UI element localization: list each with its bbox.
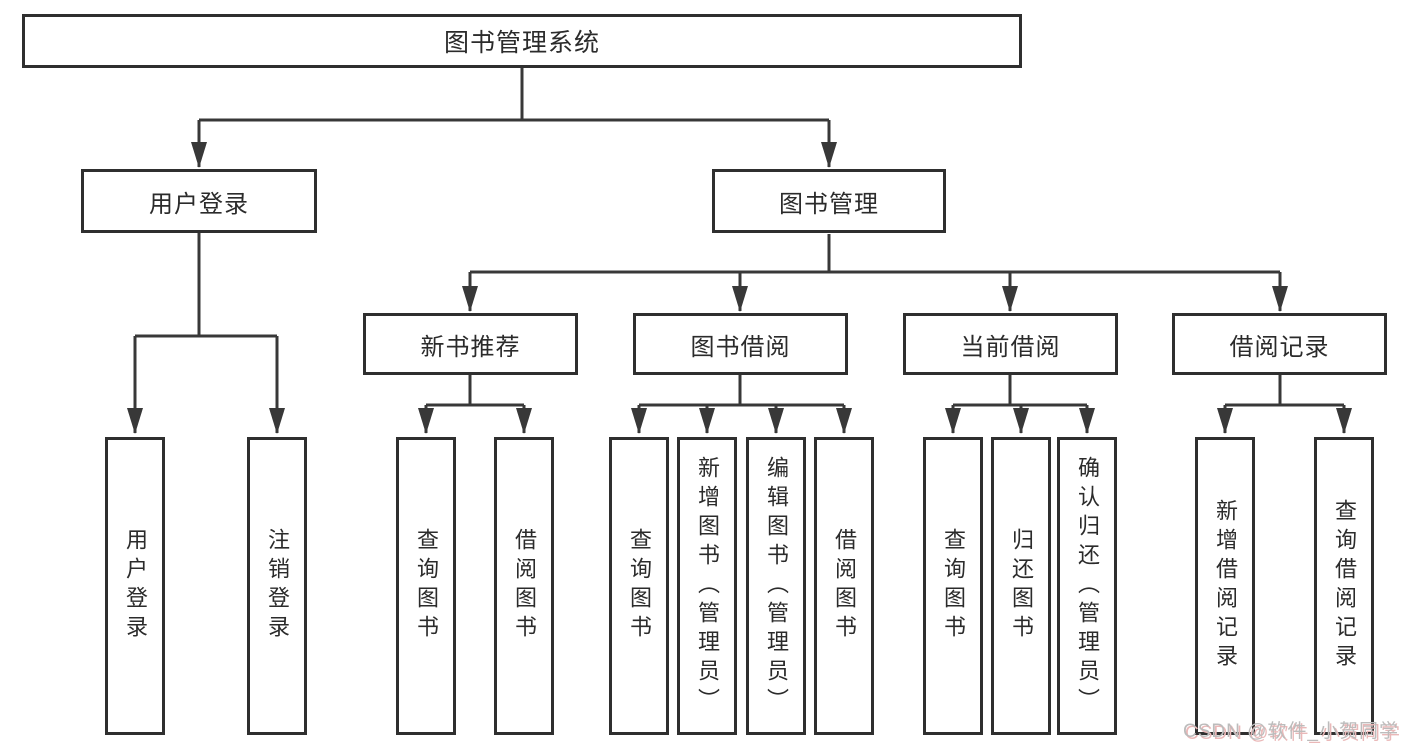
leaf-records-add-record: 新增借阅记录 [1195,437,1255,735]
node-current-borrowing-label: 当前借阅 [960,333,1061,361]
edge-userlogin-trunk [135,233,277,338]
leaf-current-query-books: 查询图书 [923,437,983,735]
leaf-records-add-record-label: 新增借阅记录 [1213,499,1238,673]
leaf-borrow-add-books-admin: 新增图书（管理员） [677,437,737,735]
node-book-management-label: 图书管理 [779,190,879,218]
edge-bookmgmt-trunk [470,234,1280,274]
leaf-newbook-borrow-books: 借阅图书 [494,437,554,735]
leaf-newbook-borrow-books-label: 借阅图书 [512,528,537,644]
leaf-current-confirm-return-admin-label: 确认归还（管理员） [1075,455,1100,717]
leaf-current-return-books: 归还图书 [991,437,1051,735]
leaf-newbook-query-books: 查询图书 [396,437,456,735]
node-root-label: 图书管理系统 [443,29,600,57]
leaf-borrow-borrow-books-label: 借阅图书 [832,528,857,644]
leaf-borrow-edit-books-admin-label: 编辑图书（管理员） [764,455,789,717]
node-borrowing-records-label: 借阅记录 [1229,333,1330,361]
leaf-records-query-record-label: 查询借阅记录 [1332,499,1357,673]
node-user-login: 用户登录 [81,169,317,233]
csdn-watermark: CSDN @软件_小贺同学 [1183,721,1399,742]
node-new-book-recommend-label: 新书推荐 [420,333,521,361]
leaf-borrow-query-books: 查询图书 [609,437,669,735]
leaf-logout-login: 注销登录 [247,437,307,735]
edge-bookborrow-trunk [639,375,844,407]
leaf-borrow-edit-books-admin: 编辑图书（管理员） [746,437,806,735]
leaf-borrow-query-books-label: 查询图书 [627,528,652,644]
edge-root-trunk [199,68,829,122]
leaf-newbook-query-books-label: 查询图书 [414,528,439,644]
leaf-current-return-books-label: 归还图书 [1009,528,1034,644]
leaf-current-query-books-label: 查询图书 [941,528,966,644]
node-new-book-recommend: 新书推荐 [363,313,578,375]
node-root: 图书管理系统 [22,14,1022,68]
node-borrowing-records: 借阅记录 [1172,313,1387,375]
node-book-management: 图书管理 [712,169,946,233]
leaf-current-confirm-return-admin: 确认归还（管理员） [1057,437,1117,735]
leaf-borrow-add-books-admin-label: 新增图书（管理员） [695,455,720,717]
leaf-user-login-label: 用户登录 [123,528,148,644]
edge-currentborrow-trunk [953,375,1087,407]
node-user-login-label: 用户登录 [149,190,249,218]
leaf-logout-login-label: 注销登录 [265,528,290,644]
leaf-records-query-record: 查询借阅记录 [1314,437,1374,735]
node-book-borrowing: 图书借阅 [633,313,848,375]
edge-newbook-trunk [426,375,524,407]
leaf-user-login: 用户登录 [105,437,165,735]
edge-borrowrecord-trunk [1225,375,1344,407]
node-book-borrowing-label: 图书借阅 [690,333,791,361]
node-current-borrowing: 当前借阅 [903,313,1118,375]
leaf-borrow-borrow-books: 借阅图书 [814,437,874,735]
